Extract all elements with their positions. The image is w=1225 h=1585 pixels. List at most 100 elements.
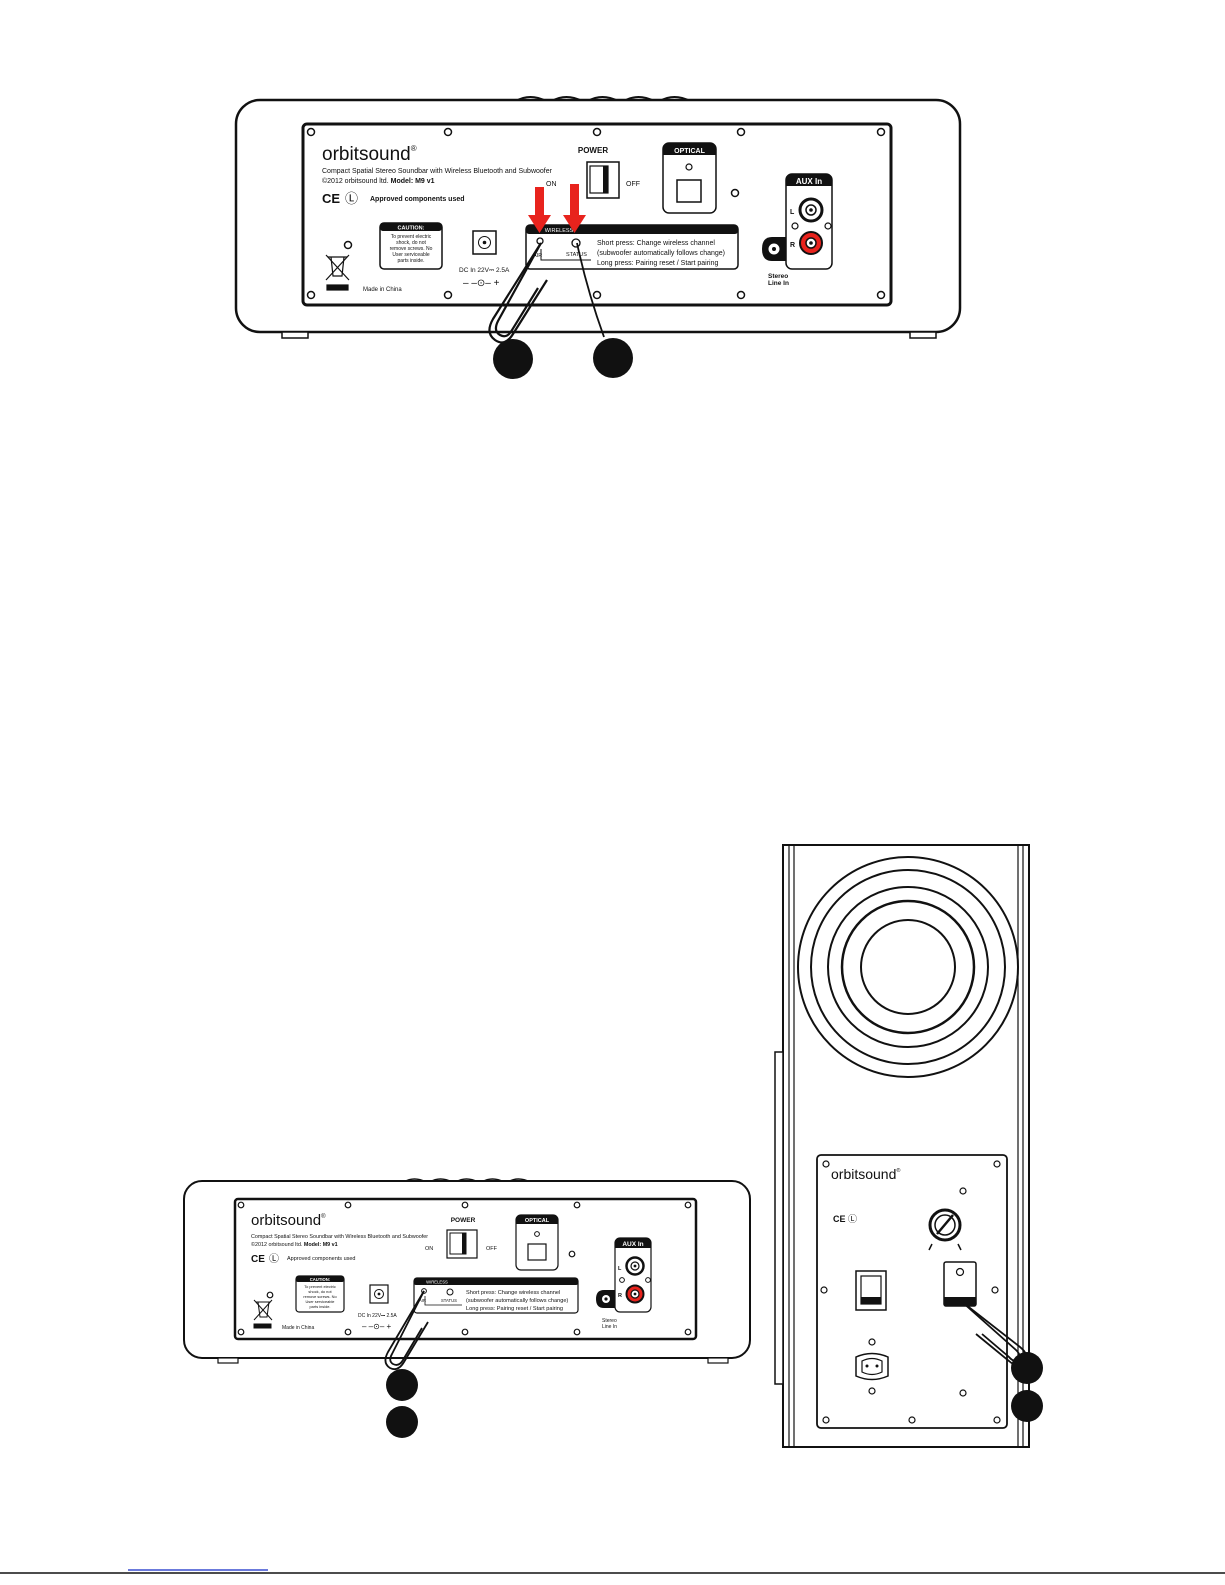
- subwoofer-pairing-panel: [943, 1261, 977, 1307]
- panel-screws: [237, 1201, 692, 1336]
- svg-text:STATUS: STATUS: [566, 252, 587, 258]
- optical-input: OPTICAL: [662, 142, 717, 214]
- svg-text:parts inside.: parts inside.: [398, 258, 425, 264]
- power-switch[interactable]: [446, 1229, 478, 1259]
- svg-text:User serviceable: User serviceable: [392, 252, 429, 258]
- approved-components: Approved components used: [287, 1256, 356, 1262]
- svg-text:(subwoofer automatically follo: (subwoofer automatically follows change): [597, 250, 725, 257]
- dc-polarity: – –⊙– +: [362, 1322, 391, 1331]
- callout-dot: [386, 1369, 418, 1401]
- svg-text:L: L: [790, 209, 795, 216]
- ul-mark: Ⓛ: [345, 191, 358, 206]
- power-inlet-socket: [855, 1338, 889, 1395]
- wireless-panel: WIRELESS AIR STATUS Short press: Change …: [413, 1277, 579, 1314]
- back-panel: [233, 1197, 698, 1341]
- svg-text:To prevent electric: To prevent electric: [391, 234, 432, 240]
- svg-text:shock, do not: shock, do not: [396, 240, 426, 246]
- subwoofer-pairing-button[interactable]: [955, 1267, 965, 1277]
- volume-knob[interactable]: [928, 1208, 962, 1251]
- subwoofer-back-panel: [816, 1154, 1008, 1429]
- dc-in-jack: [472, 230, 497, 255]
- wireless-panel: WIRELESS AIR STATUS Short press: Change …: [525, 224, 739, 270]
- svg-text:To prevent electric: To prevent electric: [304, 1284, 336, 1289]
- soundbar-foot: [281, 331, 309, 339]
- product-description: Compact Spatial Stereo Soundbar with Wir…: [251, 1234, 428, 1240]
- weee-bin-icon: [325, 254, 350, 291]
- callout-dot: [1011, 1352, 1043, 1384]
- svg-text:AIR: AIR: [419, 1298, 426, 1303]
- soundbar-rear-small: orbitsound® Compact Spatial Stereo Sound…: [183, 1178, 751, 1438]
- line-in-label: Line In: [768, 280, 789, 287]
- svg-text:L: L: [618, 1266, 622, 1272]
- on-label: ON: [425, 1246, 433, 1252]
- svg-text:remove screws. No: remove screws. No: [390, 246, 433, 252]
- svg-text:WIRELESS: WIRELESS: [426, 1280, 448, 1285]
- caution-label: CAUTION: To prevent electric shock, do n…: [379, 222, 443, 270]
- ce-mark: CE: [833, 1214, 846, 1224]
- subwoofer-edge-lines: [788, 845, 1024, 1447]
- svg-text:remove screws. No: remove screws. No: [303, 1294, 336, 1299]
- soundbar-foot: [707, 1357, 729, 1364]
- brand-logo: orbitsound®: [251, 1212, 326, 1229]
- red-arrow-icon: [528, 187, 551, 233]
- svg-text:Long press: Pairing reset / St: Long press: Pairing reset / Start pairin…: [466, 1306, 563, 1312]
- svg-text:Long press: Pairing reset / St: Long press: Pairing reset / Start pairin…: [597, 260, 719, 267]
- svg-text:Short press: Change wireless c: Short press: Change wireless channel: [466, 1290, 560, 1296]
- svg-text:OPTICAL: OPTICAL: [674, 148, 705, 155]
- stereo-line-in-jack: [762, 237, 786, 261]
- svg-text:AUX In: AUX In: [622, 1241, 643, 1248]
- power-switch[interactable]: [586, 161, 620, 199]
- ce-mark: CE: [322, 191, 340, 206]
- brand-logo: orbitsound®: [322, 144, 417, 165]
- callout-dot: [386, 1406, 418, 1438]
- svg-text:STATUS: STATUS: [441, 1298, 457, 1303]
- subwoofer-driver: [797, 856, 1019, 1078]
- power-label: POWER: [451, 1217, 476, 1224]
- subwoofer-brand-logo: orbitsound®: [831, 1166, 900, 1182]
- paperclip-icon: [384, 1290, 429, 1371]
- panel-screws: [306, 127, 886, 300]
- soundbar-foot: [909, 331, 937, 339]
- subwoofer-power-switch[interactable]: [855, 1270, 887, 1311]
- svg-text:(subwoofer automatically follo: (subwoofer automatically follows change): [466, 1298, 568, 1304]
- caution-label: CAUTION: To prevent electric shock, do n…: [295, 1275, 345, 1313]
- svg-text:Short press: Change wireless c: Short press: Change wireless channel: [597, 240, 715, 247]
- subwoofer: orbitsound® CE Ⓛ: [774, 844, 1043, 1448]
- weee-bin-icon: [253, 1299, 273, 1329]
- dc-in-jack: [369, 1284, 389, 1304]
- svg-text:AUX In: AUX In: [796, 177, 822, 186]
- aux-in-panel: AUX In L R: [785, 173, 833, 270]
- callout-line: [576, 242, 605, 338]
- stereo-label: Stereo: [768, 273, 788, 280]
- panel-screws: [820, 1160, 1001, 1424]
- ce-mark: CE: [251, 1254, 265, 1265]
- subwoofer-side-tab: [774, 1051, 784, 1385]
- product-description: Compact Spatial Stereo Soundbar with Wir…: [322, 168, 553, 175]
- copyright-model: ©2012 orbitsound ltd. Model: M9 v1: [251, 1241, 338, 1248]
- svg-text:R: R: [790, 242, 795, 249]
- soundbar-rear-large: orbitsound® Compact Spatial Stereo Sound…: [234, 96, 962, 379]
- optical-input: OPTICAL: [515, 1214, 559, 1271]
- off-label: OFF: [486, 1246, 498, 1252]
- svg-text:OPTICAL: OPTICAL: [525, 1218, 550, 1224]
- line-in-label: Line In: [602, 1324, 617, 1330]
- callout-dot: [593, 338, 633, 378]
- back-panel: [301, 122, 893, 307]
- svg-text:WIRELESS: WIRELESS: [545, 228, 574, 234]
- off-label: OFF: [626, 181, 640, 188]
- dc-polarity: – –⊙– +: [463, 278, 500, 289]
- soundbar-foot: [217, 1357, 239, 1364]
- paperclip-icon: [488, 242, 548, 344]
- approved-components: Approved components used: [370, 196, 465, 203]
- made-in-china: Made in China: [363, 287, 402, 293]
- svg-text:parts inside.: parts inside.: [310, 1304, 331, 1309]
- dc-in-label: DC In 22V⎓ 2.5A: [459, 267, 510, 274]
- power-label: POWER: [578, 146, 608, 155]
- dc-in-label: DC In 22V⎓ 2.5A: [358, 1313, 397, 1319]
- red-arrow-icon: [563, 184, 586, 233]
- ul-mark: Ⓛ: [848, 1214, 857, 1224]
- svg-text:CAUTION:: CAUTION:: [398, 226, 425, 232]
- copyright-model: ©2012 orbitsound ltd. Model: M9 v1: [322, 177, 435, 185]
- stereo-line-in-jack: [596, 1290, 615, 1308]
